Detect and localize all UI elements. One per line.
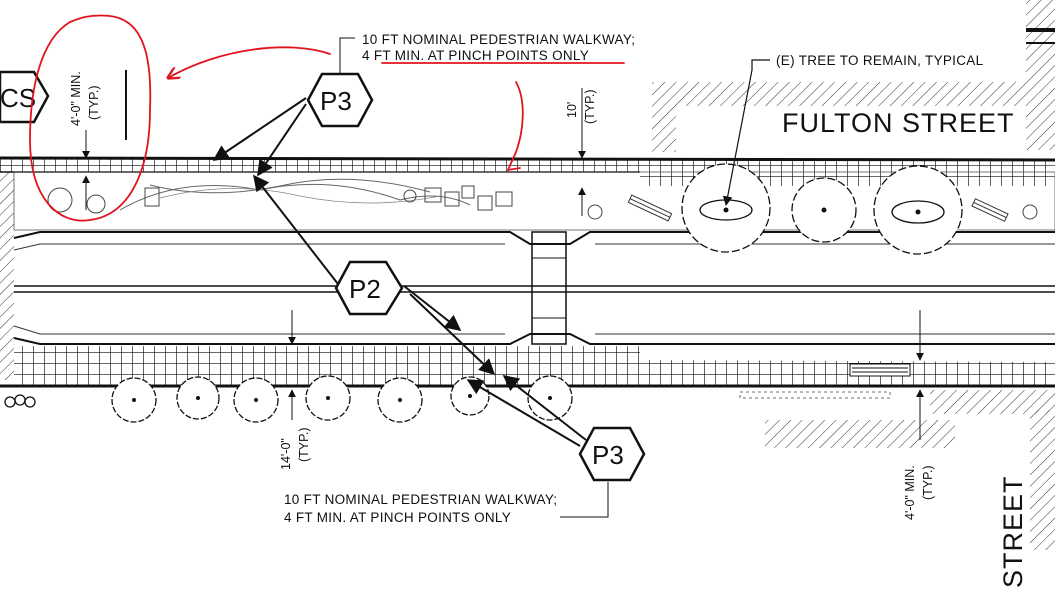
callout-top-line1: 10 FT NOMINAL PEDESTRIAN WALKWAY;: [362, 32, 635, 47]
dim-left-value: 4'-0" MIN.: [69, 71, 83, 126]
dim-bottom-note: (TYP.): [297, 428, 311, 463]
dim-top-value: 10': [565, 102, 579, 118]
red-circle-markup: [29, 14, 152, 222]
building-hatch-bottom-right: [739, 390, 1055, 550]
red-arrow-markup: [168, 46, 331, 78]
tree-note-label: (E) TREE TO REMAIN, TYPICAL: [776, 53, 984, 68]
bottom-sidewalk-paving: [0, 346, 1055, 388]
red-pointer-markup: [506, 81, 524, 172]
street-name-right: STREET: [998, 475, 1028, 588]
dim-left-note: (TYP.): [87, 86, 101, 121]
callout-top-line2: 4 FT MIN. AT PINCH POINTS ONLY: [362, 48, 589, 63]
tag-p3-bottom-label: P3: [592, 440, 624, 470]
building-hatch-top-right: [652, 0, 1055, 152]
dimension-left: 4'-0" MIN. (TYP.): [69, 70, 127, 210]
dimension-bottom: 14'-0" (TYP.): [279, 310, 311, 470]
callout-bottom-line2: 4 FT MIN. AT PINCH POINTS ONLY: [284, 510, 511, 525]
landscape-planter-strip: [13, 171, 1055, 231]
dimension-right: 4'-0" MIN. (TYP.): [903, 310, 935, 520]
callout-bottom-line1: 10 FT NOMINAL PEDESTRIAN WALKWAY;: [284, 492, 557, 507]
crosswalk: [531, 231, 567, 345]
leader-arrows: [212, 97, 587, 447]
dimension-top: 10' (TYP.): [565, 88, 597, 216]
street-name-top: FULTON STREET: [782, 108, 1015, 138]
callout-top: 10 FT NOMINAL PEDESTRIAN WALKWAY; 4 FT M…: [339, 32, 635, 88]
dim-bottom-value: 14'-0": [279, 438, 293, 470]
red-markup: [29, 14, 625, 222]
tag-cs-label: CS: [0, 83, 36, 113]
tag-p3-top-label: P3: [320, 86, 352, 116]
callout-bottom: 10 FT NOMINAL PEDESTRIAN WALKWAY; 4 FT M…: [284, 482, 609, 525]
dim-right-value: 4'-0" MIN.: [903, 465, 917, 520]
dim-right-note: (TYP.): [921, 466, 935, 501]
tree-note: (E) TREE TO REMAIN, TYPICAL: [722, 53, 984, 206]
tag-p2: P2: [334, 260, 404, 316]
left-edge-hatch: [0, 160, 14, 380]
roadway-lanes: [13, 231, 1055, 345]
dim-top-note: (TYP.): [583, 90, 597, 125]
tag-cs: CS: [0, 70, 50, 124]
tag-p3-bottom: P3: [578, 426, 646, 482]
tag-p3-top: P3: [306, 72, 374, 128]
tag-p2-label: P2: [349, 274, 381, 304]
